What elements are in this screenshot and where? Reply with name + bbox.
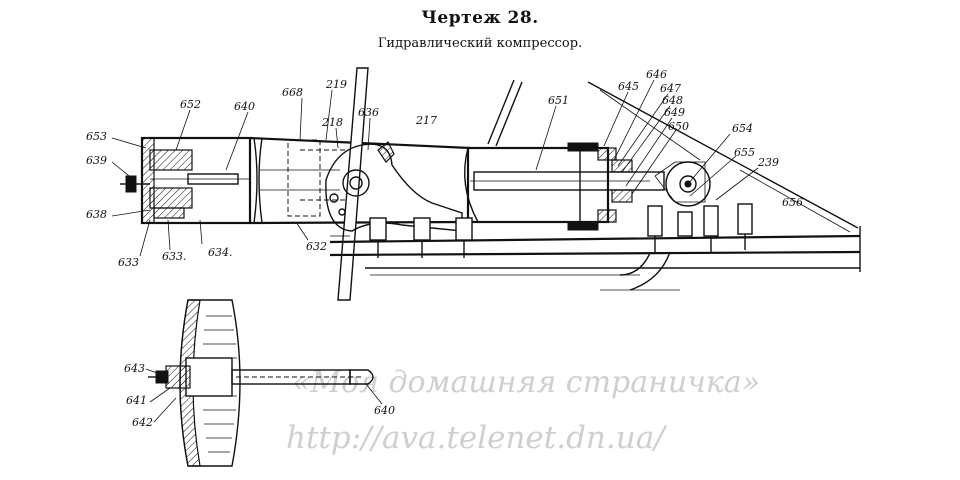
label-643: 643 (124, 362, 145, 375)
piston-upper-hatch (149, 149, 193, 171)
cylinder-651 (466, 146, 610, 224)
label-239: 239 (757, 156, 779, 169)
bracket-636 (325, 143, 463, 232)
inner-piston-668 (287, 139, 321, 217)
label-632: 632 (306, 240, 327, 253)
label-656: 656 (782, 196, 803, 209)
label-218: 218 (321, 116, 343, 129)
watermark-line2: http://ava.telenet.dn.ua/ (286, 420, 667, 456)
diagonal-rod-239 (587, 81, 859, 229)
label-652: 652 (180, 98, 201, 111)
gland-lower (153, 207, 185, 219)
upper-labels: 652 640 668 219 218 636 217 651 645 646 … (86, 68, 803, 269)
upper-leader-lines (111, 79, 759, 257)
pivot-ring (342, 169, 370, 197)
piston-detail (148, 299, 374, 467)
upper-assembly (120, 67, 861, 301)
label-646: 646 (646, 68, 667, 81)
break-line-2 (258, 137, 263, 224)
label-655: 655 (734, 146, 755, 159)
label-640-upper: 640 (234, 100, 255, 113)
label-642: 642 (132, 416, 153, 429)
figure-title: Чертеж 28. (421, 8, 539, 28)
label-649: 649 (664, 106, 685, 119)
label-641: 641 (126, 394, 147, 407)
label-651: 651 (548, 94, 569, 107)
label-638: 638 (86, 208, 107, 221)
label-650: 650 (668, 120, 689, 133)
piston-rod-640 (187, 173, 239, 185)
label-633-right: 633. (162, 250, 187, 263)
label-217: 217 (415, 114, 437, 127)
label-636: 636 (358, 106, 379, 119)
lower-leader-lines (145, 368, 383, 423)
frame-rail-top (329, 234, 861, 244)
lower-labels: 643 641 642 640 (124, 362, 395, 429)
label-654: 654 (732, 122, 753, 135)
label-640-lower: 640 (374, 404, 395, 417)
label-668: 668 (282, 86, 303, 99)
label-647: 647 (660, 82, 681, 95)
label-639: 639 (86, 154, 107, 167)
frame-rail-mid (329, 250, 861, 257)
label-653: 653 (86, 130, 107, 143)
label-645: 645 (618, 80, 639, 93)
label-219: 219 (325, 78, 347, 91)
label-634: 634. (208, 246, 233, 259)
label-633-left: 633 (118, 256, 139, 269)
bolts-row (369, 203, 753, 258)
piston-lower-hatch (149, 187, 193, 209)
figure-subtitle: Гидравлический компрессор. (377, 36, 583, 51)
break-line-1 (253, 137, 258, 224)
nut-641 (165, 365, 191, 389)
label-648: 648 (662, 94, 683, 107)
